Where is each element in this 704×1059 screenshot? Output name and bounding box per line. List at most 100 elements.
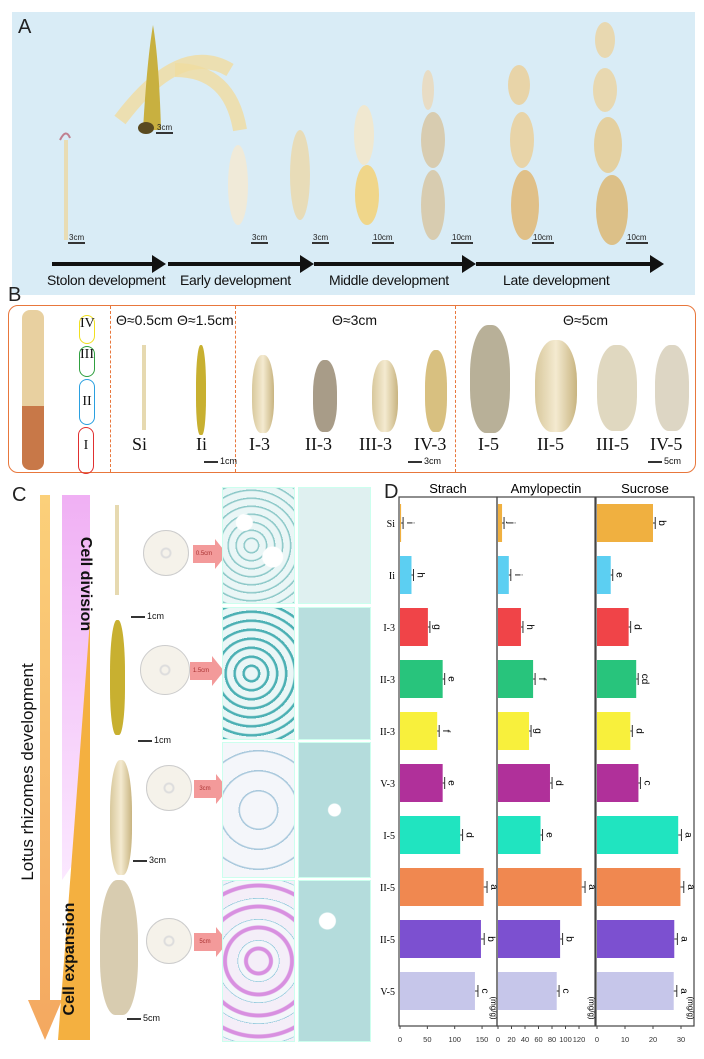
bar-chart-panel-d: DSiIiI-3II-3III-3IV-3I-5II-5III-5IV-5Str…: [380, 481, 696, 1044]
plot-frame: [496, 496, 596, 1027]
micrograph: [298, 607, 371, 740]
bar: [400, 816, 461, 854]
divider: [110, 306, 111, 472]
diameter-label: Θ≈1.5cm: [177, 312, 234, 328]
category-label: III-3: [380, 727, 395, 738]
tick-label: 80: [548, 1035, 556, 1044]
slice-diameter-arrow: 3cm: [194, 774, 228, 804]
significance-letter: a: [678, 988, 689, 994]
diameter-label: Θ≈0.5cm: [116, 312, 173, 328]
category-label: I-5: [383, 831, 395, 842]
bar: [498, 868, 582, 906]
scale-bar: 10cm: [626, 233, 648, 244]
bar: [498, 556, 509, 594]
category-label: Si: [387, 519, 396, 530]
micrograph: [222, 880, 295, 1042]
micrograph: [298, 487, 371, 604]
significance-letter: cd: [639, 674, 650, 685]
bar: [597, 504, 653, 542]
scale-bar: 3cm: [133, 855, 166, 865]
significance-letter: e: [544, 832, 555, 838]
rhizome-photo: [100, 880, 138, 1015]
rhizome-photo: [115, 505, 119, 595]
bar: [400, 504, 402, 542]
diameter-label: Θ≈3cm: [332, 312, 378, 328]
significance-letter: a: [685, 884, 696, 890]
panel-c-label: C: [12, 484, 27, 506]
panel-a-label: A: [18, 16, 32, 38]
sample-photo: [425, 350, 447, 432]
plot-frame: [595, 496, 695, 1027]
scale-bar: 3cm: [312, 233, 330, 244]
significance-letter: c: [641, 781, 652, 786]
timeline-arrow: [314, 255, 476, 273]
significance-letter: e: [446, 676, 457, 682]
bar: [597, 972, 674, 1010]
scale-bar: 1cm: [204, 456, 237, 466]
significance-letter: e: [614, 572, 625, 578]
category-label: I-3: [383, 623, 395, 634]
bar: [400, 920, 481, 958]
micrograph: [298, 742, 371, 878]
bar: [498, 972, 557, 1010]
significance-letter: e: [446, 780, 457, 786]
significance-letter: f: [536, 678, 547, 681]
rhizome-photo: [110, 620, 125, 735]
stage-early: Early development: [180, 272, 291, 288]
segment-iv: IV: [79, 315, 95, 344]
bar: [597, 764, 639, 802]
tick-label: 120: [573, 1035, 586, 1044]
rhizome-photo: [110, 760, 132, 875]
tick-label: 20: [507, 1035, 515, 1044]
sample-label: I-3: [249, 434, 270, 454]
unit-label: (mg/g): [686, 996, 695, 1019]
cross-section-photo: [143, 530, 189, 576]
significance-letter: a: [488, 884, 499, 890]
significance-letter: d: [633, 728, 644, 734]
category-label: II-5: [380, 883, 395, 894]
sample-label: I-5: [478, 434, 499, 454]
stage-late: Late development: [503, 272, 610, 288]
cell-expansion-label: Cell expansion: [61, 902, 78, 1016]
bar: [498, 608, 521, 646]
significance-letter: d: [632, 624, 643, 630]
category-label: II-3: [380, 675, 395, 686]
significance-letter: h: [414, 572, 425, 578]
tick-label: 100: [448, 1035, 461, 1044]
tick-label: 10: [621, 1035, 629, 1044]
micrograph: [222, 487, 295, 604]
cross-section-photo: [146, 765, 192, 811]
significance-letter: h: [524, 624, 535, 630]
tick-label: 150: [476, 1035, 489, 1044]
scale-bar: 5cm: [127, 1013, 160, 1023]
tick-label: 50: [423, 1035, 431, 1044]
sample-photo: [470, 325, 510, 433]
sample-photo: [372, 360, 398, 432]
divider: [455, 306, 456, 472]
significance-letter: b: [564, 936, 575, 942]
significance-letter: c: [479, 989, 490, 994]
significance-letter: c: [560, 989, 571, 994]
cross-section-photo: [146, 918, 192, 964]
sample-label: II-5: [537, 434, 564, 454]
category-label: Ii: [389, 571, 395, 582]
sample-label: III-3: [359, 434, 392, 454]
tick-label: 20: [649, 1035, 657, 1044]
axis-label: Lotus rhizomes development: [18, 663, 37, 881]
bar: [597, 608, 629, 646]
tick-label: 60: [534, 1035, 542, 1044]
significance-letter: g: [532, 728, 543, 734]
tick-label: 0: [496, 1035, 500, 1044]
micrograph: [222, 607, 295, 740]
down-arrow-icon: [28, 495, 62, 1040]
scale-bar: 1cm: [138, 735, 171, 745]
significance-letter: d: [464, 832, 475, 838]
bar: [597, 920, 675, 958]
bar: [400, 556, 412, 594]
significance-letter: a: [586, 884, 597, 890]
bar: [400, 660, 443, 698]
stage-middle: Middle development: [329, 272, 449, 288]
sample-photo: [313, 360, 337, 432]
series-title: Strach: [429, 481, 467, 496]
sample-label: Ii: [196, 434, 207, 454]
